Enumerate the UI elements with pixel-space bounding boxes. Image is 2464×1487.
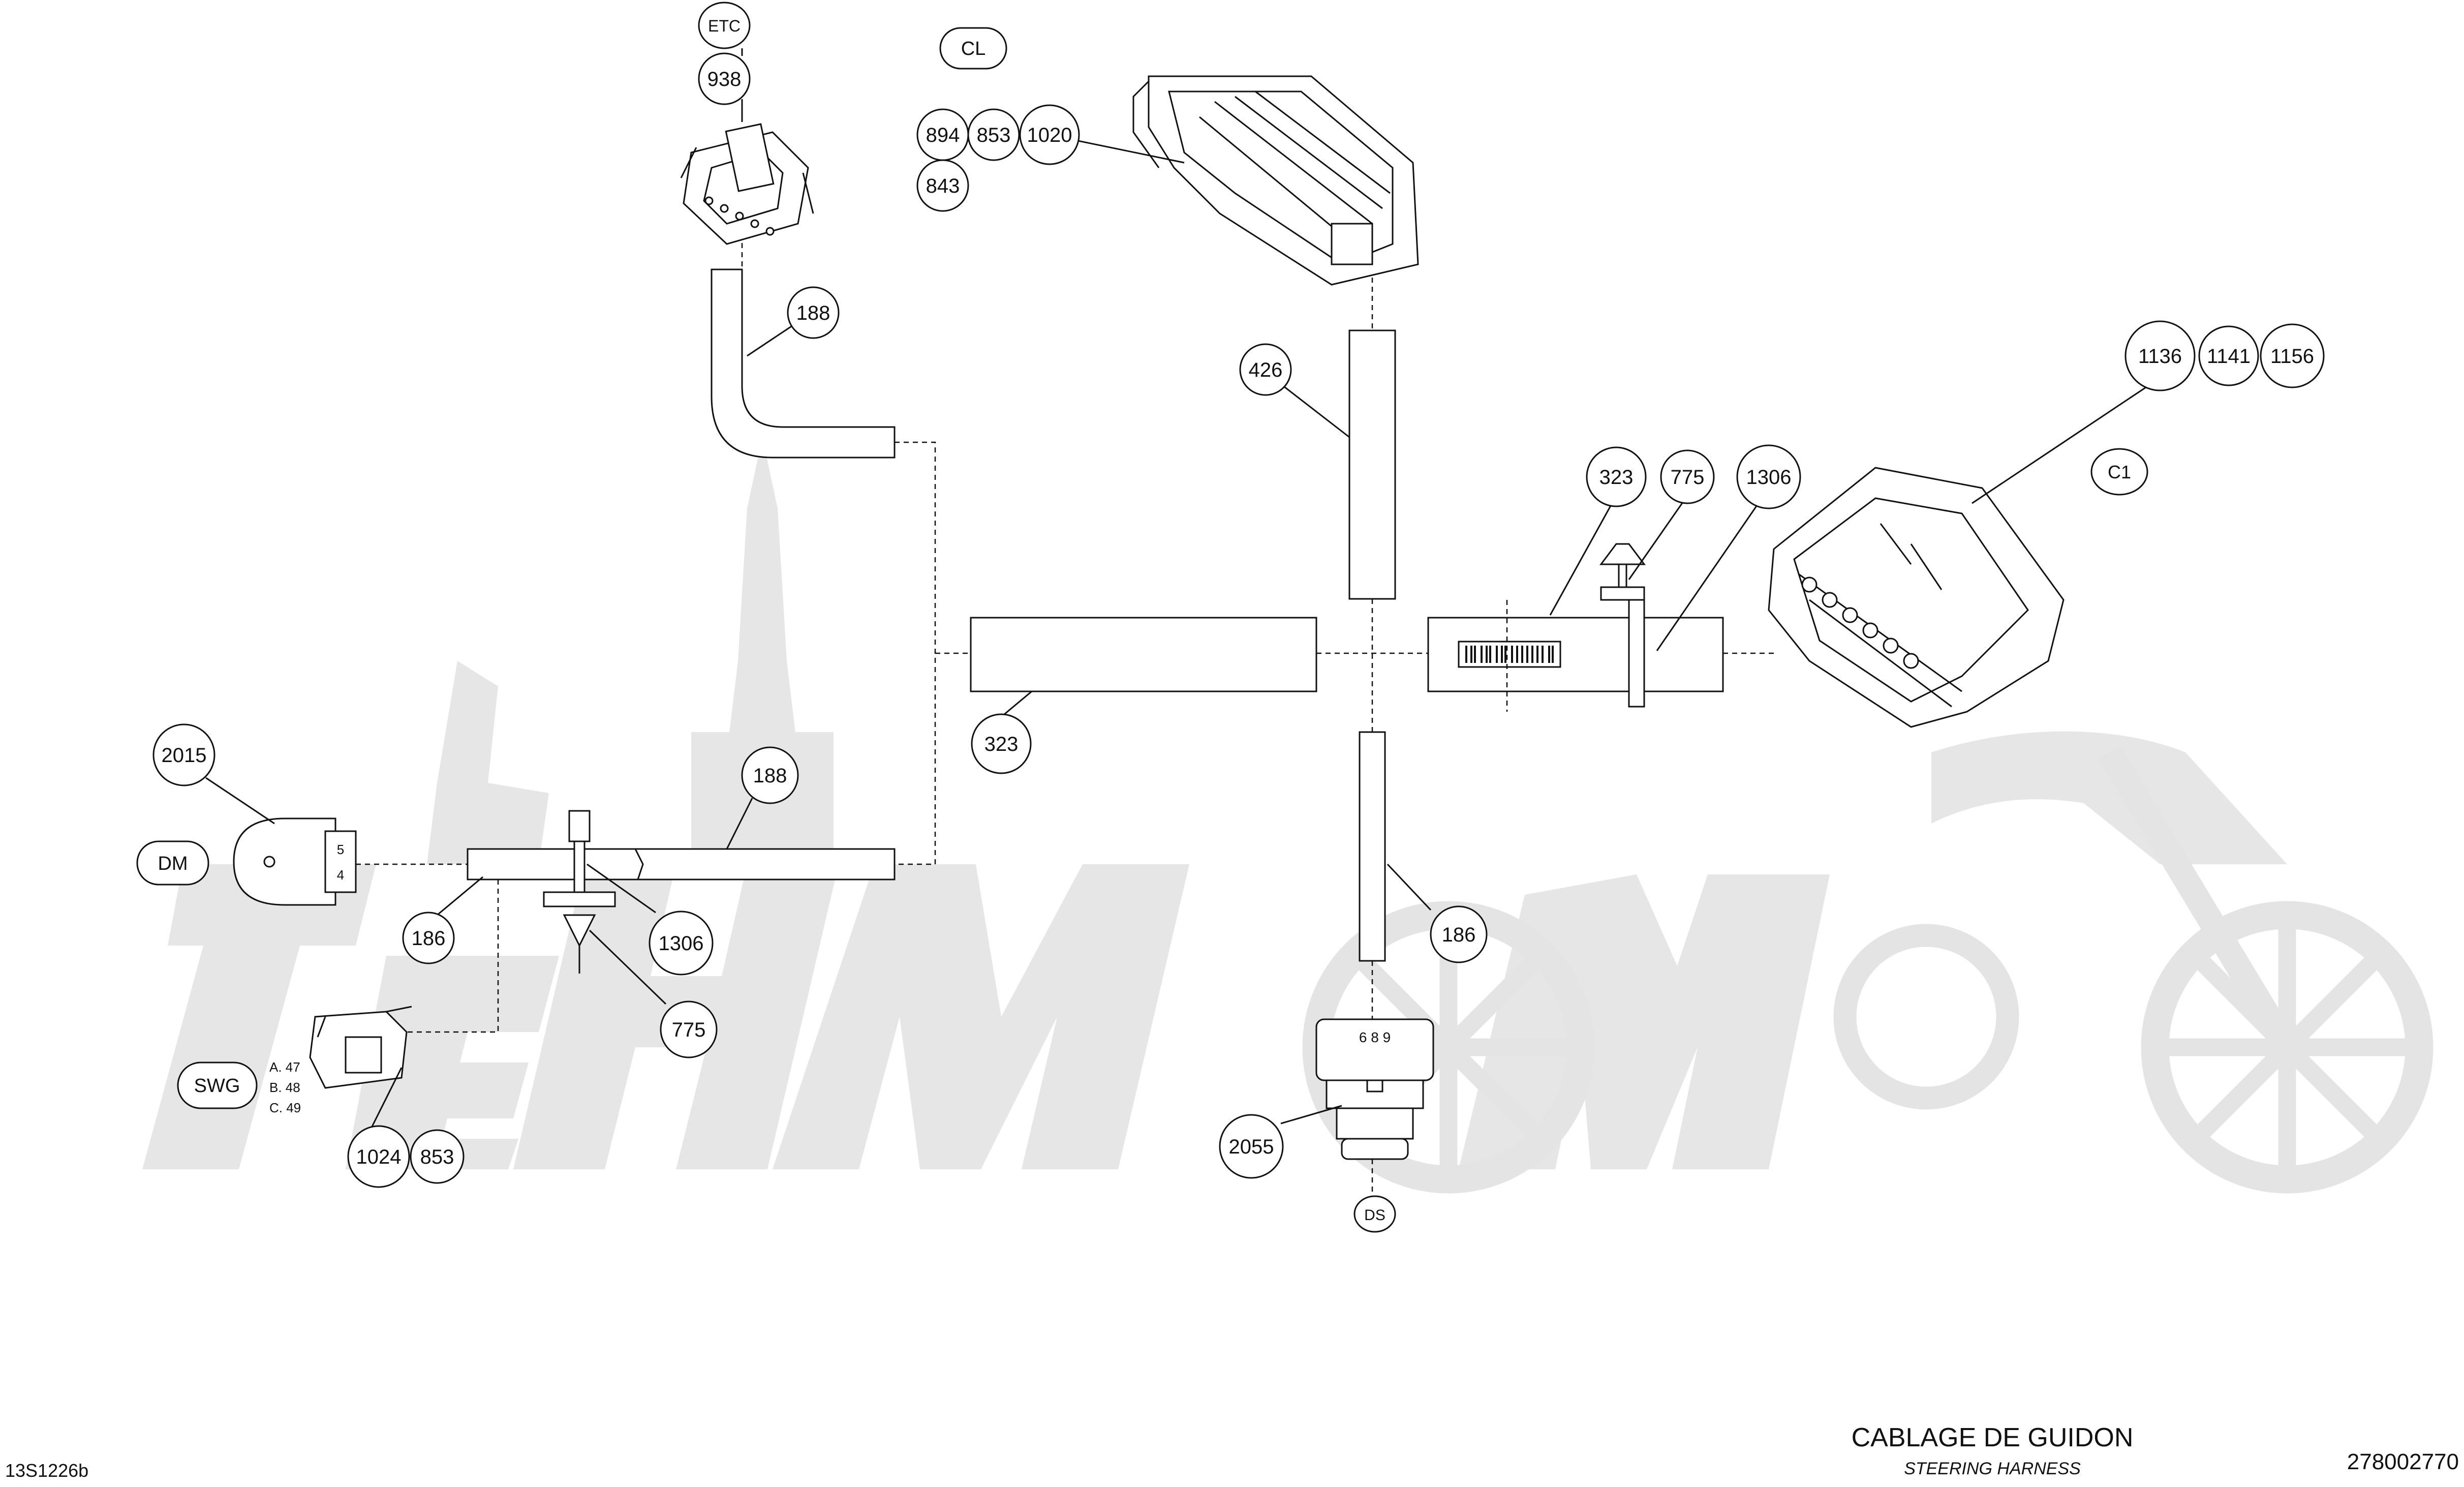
center-tape <box>970 617 1317 692</box>
svg-text:1306: 1306 <box>1746 466 1792 489</box>
swg-connector <box>309 1006 412 1089</box>
left-tie <box>543 810 616 974</box>
swg-pin-labels: A. 47 B. 48 C. 49 <box>269 1059 301 1115</box>
callout-cl-894: 894 <box>916 108 969 161</box>
svg-text:1020: 1020 <box>1027 124 1072 146</box>
callout-cl-sleeve: 426 <box>1239 343 1292 396</box>
cl-sleeve <box>1348 329 1396 600</box>
callout-left-sleeve: 188 <box>741 746 799 804</box>
title-fr: CABLAGE DE GUIDON <box>1852 1423 2134 1452</box>
ds-sleeve <box>1359 731 1386 962</box>
leader-lines <box>205 48 2186 1129</box>
svg-text:186: 186 <box>412 927 446 950</box>
callout-cl-1020: 1020 <box>1019 104 1080 165</box>
callout-c1-tape: 323 <box>1586 446 1647 507</box>
svg-text:1141: 1141 <box>2207 345 2251 368</box>
svg-text:938: 938 <box>707 68 742 90</box>
svg-text:186: 186 <box>1442 924 1476 946</box>
svg-text:1024: 1024 <box>356 1146 402 1168</box>
callout-etc-connector: 938 <box>698 52 751 105</box>
etc-sleeve <box>711 268 896 459</box>
callout-ds-connector: 2055 <box>1219 1114 1284 1179</box>
svg-text:DS: DS <box>1364 1207 1385 1224</box>
callout-center-tape: 323 <box>971 713 1032 774</box>
svg-text:2015: 2015 <box>162 744 207 767</box>
svg-text:1306: 1306 <box>659 932 704 955</box>
svg-text:323: 323 <box>1599 466 1634 489</box>
part-number: 278002770 <box>2347 1449 2459 1474</box>
svg-text:B. 48: B. 48 <box>269 1080 300 1095</box>
callout-c1-tie: 775 <box>1660 449 1715 504</box>
tag-swg: SWG <box>177 1061 258 1109</box>
svg-text:ETC: ETC <box>708 17 741 35</box>
c1-tie <box>1599 543 1646 708</box>
callout-left-clip: 1306 <box>649 911 714 976</box>
callout-c1-1141: 1141 <box>2198 325 2259 386</box>
svg-text:853: 853 <box>977 124 1011 146</box>
svg-text:188: 188 <box>753 765 787 787</box>
callout-swg-1024: 1024 <box>347 1125 410 1188</box>
dm-connector <box>233 817 357 906</box>
tag-etc: ETC <box>698 2 751 49</box>
svg-text:5: 5 <box>337 842 344 857</box>
tag-c1: C1 <box>2090 448 2148 496</box>
svg-text:323: 323 <box>984 733 1019 755</box>
svg-text:894: 894 <box>926 124 960 146</box>
ds-connector <box>1315 1018 1434 1160</box>
tag-cl: CL <box>939 27 1007 70</box>
svg-text:843: 843 <box>926 175 960 197</box>
title-en: STEERING HARNESS <box>1904 1459 2081 1478</box>
callout-etc-sleeve: 188 <box>787 286 840 339</box>
svg-text:1136: 1136 <box>2138 345 2182 368</box>
svg-text:C1: C1 <box>2108 462 2131 482</box>
callout-swg-853: 853 <box>410 1129 465 1184</box>
tag-ds: DS <box>1353 1195 1396 1233</box>
tag-dm: DM <box>136 840 209 886</box>
callout-c1-clip: 1306 <box>1736 444 1801 509</box>
svg-text:426: 426 <box>1249 359 1283 381</box>
callout-cl-843: 843 <box>916 159 969 212</box>
ds-pin-labels: 6 8 9 <box>1359 1029 1391 1045</box>
wiring-dashed-lines <box>356 234 1774 1197</box>
cl-connector <box>1132 75 1419 286</box>
callout-dm-connector: 2015 <box>152 723 215 786</box>
c1-connector <box>1768 467 2065 728</box>
svg-text:1156: 1156 <box>2270 345 2314 368</box>
callout-ds-sleeve: 186 <box>1430 905 1488 963</box>
callout-left-sleeve-short: 186 <box>402 912 455 964</box>
svg-text:C. 49: C. 49 <box>269 1100 301 1115</box>
svg-text:CL: CL <box>961 38 986 59</box>
svg-text:853: 853 <box>420 1146 454 1168</box>
svg-text:775: 775 <box>1671 466 1705 489</box>
svg-text:SWG: SWG <box>194 1075 240 1097</box>
svg-text:2055: 2055 <box>1229 1136 1274 1158</box>
svg-text:4: 4 <box>337 867 344 883</box>
callout-c1-1156: 1156 <box>2260 323 2325 388</box>
c1-tape <box>1427 600 1724 712</box>
left-sleeve <box>467 848 896 881</box>
etc-connector <box>680 123 814 245</box>
svg-text:DM: DM <box>158 853 188 874</box>
watermark-logo <box>142 437 2434 1194</box>
callout-cl-853: 853 <box>967 108 1020 161</box>
callout-left-tie: 775 <box>660 1000 718 1058</box>
dm-pin-labels: 5 4 <box>337 842 344 883</box>
svg-text:775: 775 <box>672 1019 706 1041</box>
svg-text:A. 47: A. 47 <box>269 1059 300 1075</box>
doc-code: 13S1226b <box>5 1460 88 1481</box>
svg-text:188: 188 <box>796 302 830 324</box>
callout-c1-1136: 1136 <box>2124 320 2196 391</box>
